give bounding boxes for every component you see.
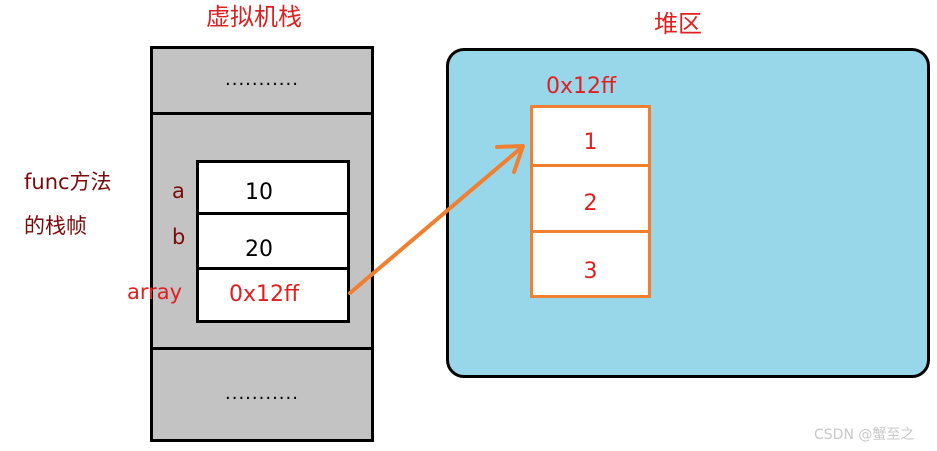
frame-label: func方法 的栈帧 xyxy=(24,160,112,248)
heap-array-divider-2 xyxy=(533,230,648,233)
heap-title: 堆区 xyxy=(654,10,702,38)
heap-array-element-1: 1 xyxy=(583,130,598,155)
frame-divider-2 xyxy=(199,267,347,270)
heap-array: 1 2 3 xyxy=(530,105,651,298)
heap-array-divider-1 xyxy=(533,164,648,167)
stack-divider-bottom xyxy=(153,347,371,350)
frame-divider-1 xyxy=(199,212,347,215)
heap-array-element-3: 3 xyxy=(583,259,598,284)
frame-label-line1: func方法 xyxy=(24,170,112,194)
var-name-a: a xyxy=(172,179,185,203)
heap-array-element-2: 2 xyxy=(583,191,598,216)
heap-array-address: 0x12ff xyxy=(546,74,617,99)
stack-bottom-ellipsis: ........... xyxy=(225,383,299,404)
var-value-b: 20 xyxy=(245,237,273,262)
heap-area xyxy=(446,48,930,378)
watermark: CSDN @蟹至之 xyxy=(814,427,915,443)
var-name-b: b xyxy=(172,225,186,249)
var-value-a: 10 xyxy=(245,180,273,205)
stack-divider-top xyxy=(153,112,371,115)
stack-title: 虚拟机栈 xyxy=(206,3,302,31)
stack-frame: 10 20 0x12ff xyxy=(196,160,350,323)
var-value-array: 0x12ff xyxy=(229,282,300,307)
stack-top-ellipsis: ........... xyxy=(225,69,299,90)
var-name-array: array xyxy=(127,280,183,304)
frame-label-line2: 的栈帧 xyxy=(24,214,87,238)
